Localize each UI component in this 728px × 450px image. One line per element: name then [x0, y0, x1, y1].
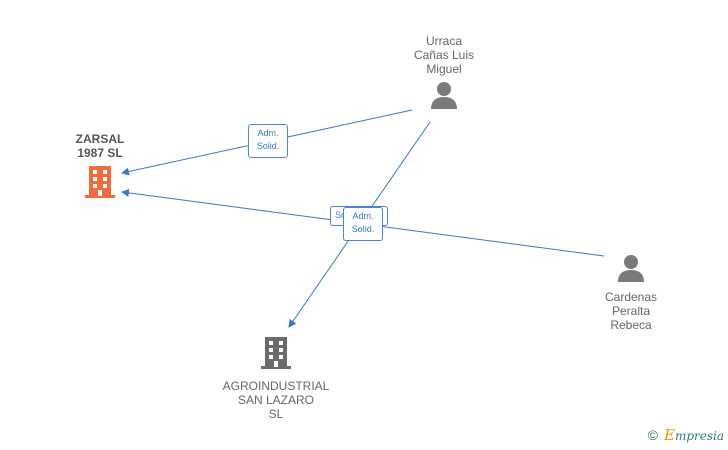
brand-name: mpresia: [674, 429, 724, 443]
edge-label-adm-solid: Adm. Solid.: [248, 124, 288, 158]
node-cardenas[interactable]: Cardenas Peralta Rebeca: [581, 253, 681, 332]
empresia-logo: © Empresia: [648, 426, 724, 444]
node-label: Cardenas Peralta Rebeca: [604, 290, 658, 332]
person-icon: [431, 82, 457, 109]
brand-e: E: [663, 426, 675, 444]
building-icon: [85, 166, 115, 198]
node-label: ZARSAL 1987 SL: [75, 132, 125, 160]
node-agroindustrial[interactable]: AGROINDUSTRIAL SAN LAZARO SL: [216, 334, 336, 421]
node-zarsal[interactable]: ZARSAL 1987 SL: [60, 132, 140, 205]
node-label: AGROINDUSTRIAL SAN LAZARO SL: [222, 379, 330, 421]
node-label: Urraca Cañas Luis Miguel: [413, 34, 475, 76]
copyright-symbol: ©: [647, 427, 658, 443]
edge-label-adm-solid-2: Adm. Solid.: [343, 207, 383, 241]
person-icon: [618, 255, 644, 282]
node-urraca[interactable]: Urraca Cañas Luis Miguel: [394, 34, 494, 115]
building-icon: [261, 337, 291, 369]
